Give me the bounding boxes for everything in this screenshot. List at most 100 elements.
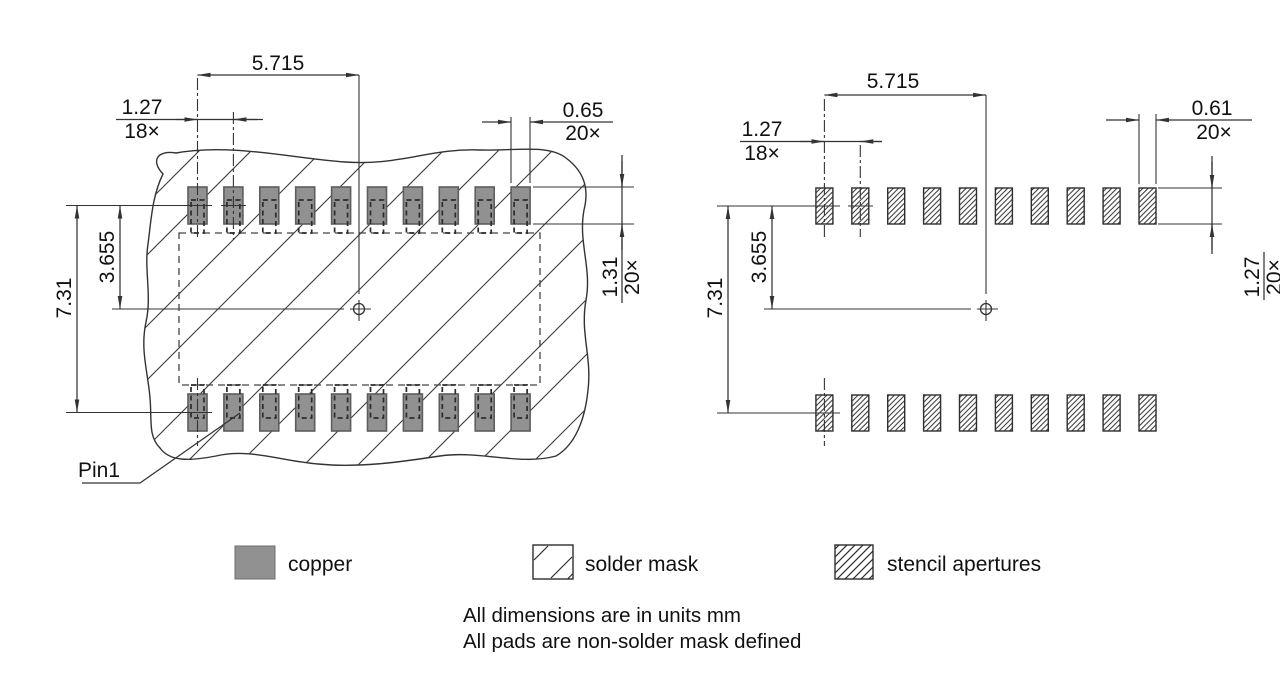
copper-pad [294, 393, 316, 432]
copper-pad [402, 186, 424, 225]
copper-pad [438, 186, 460, 225]
dim-left-pad-width-value: 0.65 [563, 99, 604, 122]
copper-pad [294, 186, 316, 225]
dim-right-pitch-count: 18× [744, 142, 780, 165]
stencil-apertures-group [815, 187, 1157, 432]
stencil-aperture [887, 394, 906, 432]
dim-left-row-offset-label: 3.655 [96, 231, 119, 284]
lead-outline [261, 384, 277, 419]
dim-left-row-offset: 3.655 [96, 205, 123, 309]
stencil-view: 5.715 1.27 18× 0.61 20× 1.27 20× [704, 70, 1280, 446]
hatch-line [342, 149, 589, 466]
centerlines-right [717, 95, 1222, 446]
origin-mark [352, 302, 366, 316]
dim-left-row-span: 7.31 [53, 205, 80, 413]
lead-outline [513, 199, 528, 234]
dim-right-aperture-height: 1.27 20× [1209, 156, 1280, 300]
stencil-aperture [994, 187, 1014, 225]
stencil-aperture [922, 394, 942, 432]
dim-left-pitch-count: 18× [124, 120, 160, 143]
legend: copper solder mask stencil apertures [234, 544, 1041, 580]
lead-outline [333, 384, 349, 419]
lead-outline [441, 199, 457, 234]
lead-outline [297, 384, 313, 419]
lead-outline [477, 199, 493, 234]
stencil-aperture [851, 394, 870, 432]
dim-right-row-offset-label: 3.655 [748, 231, 771, 284]
hatch-line [405, 149, 589, 466]
dim-left-span-label: 5.715 [252, 52, 305, 75]
stencil-aperture [1102, 394, 1121, 432]
copper-pad [438, 393, 460, 432]
stencil-aperture [1138, 394, 1157, 432]
copper-pad [474, 186, 496, 225]
pin1-leader-line [82, 412, 241, 484]
dim-left-pad-width-count: 20× [565, 122, 601, 145]
dim-right-pitch-value: 1.27 [742, 118, 783, 141]
solder-mask-region [143, 148, 590, 466]
dim-right-aperture-height-value: 1.27 [1241, 257, 1264, 298]
centerlines-left [66, 75, 634, 446]
copper-pad [366, 393, 388, 432]
dim-left-pad-height: 1.31 20× [599, 155, 644, 303]
stencil-aperture [887, 187, 906, 225]
copper-pad [258, 393, 280, 432]
note-mask-defined: All pads are non-solder mask defined [463, 630, 801, 653]
stencil-apertures-swatch [834, 544, 874, 580]
legend-item-solder-mask: solder mask [532, 544, 699, 580]
lead-outline [441, 384, 457, 419]
notes: All dimensions are in units mm All pads … [463, 604, 801, 653]
copper-pad [474, 393, 496, 432]
legend-item-copper: copper [234, 545, 352, 580]
stencil-aperture [1102, 187, 1121, 225]
stencil-aperture [958, 394, 978, 432]
lead-outline [190, 384, 205, 419]
stencil-aperture [1030, 187, 1050, 225]
dim-right-aperture-width-value: 0.61 [1192, 97, 1233, 120]
stencil-aperture [1138, 187, 1157, 225]
dim-left-pitch: 1.27 18× [116, 96, 263, 143]
copper-pad [258, 186, 280, 225]
hatch-line [143, 149, 273, 466]
lead-outline [513, 384, 528, 419]
dim-right-row-offset: 3.655 [748, 206, 775, 309]
dim-right-row-span-label: 7.31 [704, 278, 727, 319]
land-pattern-view: 5.715 1.27 18× 0.65 20× 1.31 20× [53, 52, 644, 484]
copper-swatch [234, 545, 276, 580]
dim-right-span-label: 5.715 [867, 70, 920, 93]
lead-outline [261, 199, 277, 234]
lead-outline [369, 199, 385, 234]
lead-outline [369, 384, 385, 419]
legend-item-stencil-apertures: stencil apertures [834, 544, 1041, 580]
stencil-aperture [958, 187, 978, 225]
stencil-aperture [1030, 394, 1050, 432]
hatch-line [143, 149, 221, 466]
dim-right-pitch: 1.27 18× [740, 118, 882, 165]
stencil-aperture [1066, 187, 1085, 225]
dim-right-span: 5.715 [824, 70, 986, 98]
copper-pad [223, 393, 244, 432]
dim-left-row-span-label: 7.31 [53, 278, 76, 319]
copper-pad [510, 393, 531, 432]
lead-outline [333, 199, 349, 234]
copper-pad [330, 186, 352, 225]
dim-left-pad-width: 0.65 20× [482, 99, 613, 145]
dim-right-row-span: 7.31 [704, 206, 731, 413]
copper-pad [366, 186, 388, 225]
legend-copper-label: copper [288, 553, 352, 576]
copper-pad [330, 393, 352, 432]
dim-right-aperture-width: 0.61 20× [1106, 97, 1252, 144]
copper-pad [402, 393, 424, 432]
legend-stencil-apertures-label: stencil apertures [887, 553, 1041, 576]
stencil-aperture [994, 394, 1014, 432]
hatch-line [514, 149, 589, 466]
stencil-aperture [922, 187, 942, 225]
dim-right-aperture-height-count: 20× [1263, 259, 1280, 295]
note-units: All dimensions are in units mm [463, 604, 741, 627]
copper-pad [510, 186, 531, 225]
dim-left-pad-height-count: 20× [621, 259, 644, 295]
hatch-line [143, 149, 344, 466]
dim-right-aperture-width-count: 20× [1196, 121, 1232, 144]
